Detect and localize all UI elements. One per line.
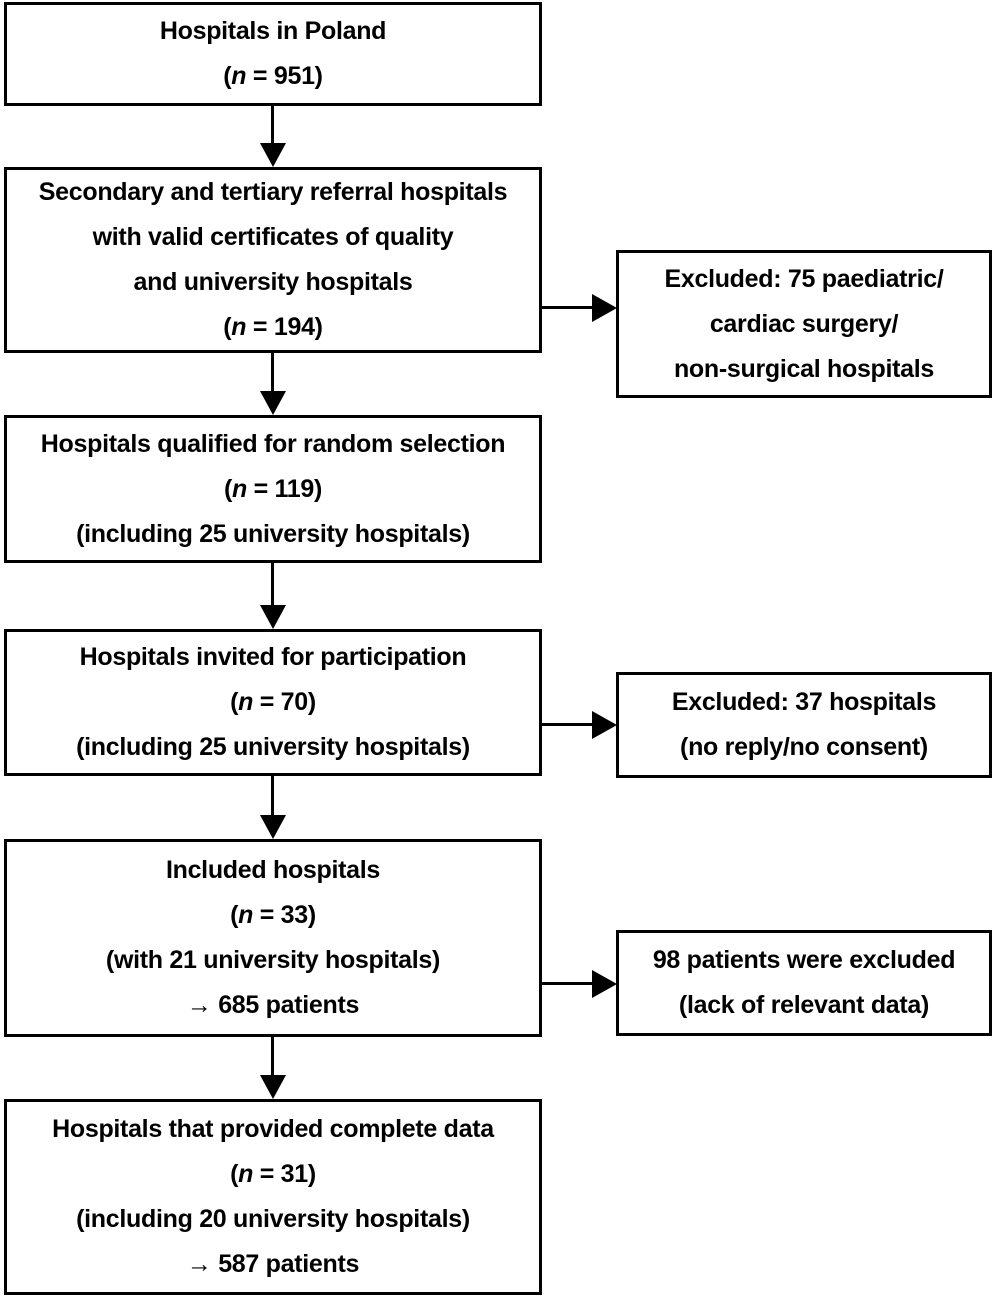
connector-line <box>271 774 274 815</box>
box-title: Hospitals qualified for random selection <box>40 429 506 458</box>
right-connector-2 <box>540 711 617 739</box>
box-note-line: (including 20 university hospitals) <box>76 1205 470 1233</box>
right-arrowhead-icon <box>592 711 617 739</box>
n-count-line: (n = 119) <box>224 467 322 512</box>
paren-open: ( <box>230 688 239 716</box>
paren-open: ( <box>223 313 232 341</box>
box-title: Hospitals that provided complete data <box>52 1115 494 1143</box>
down-arrowhead-icon <box>260 391 286 415</box>
connector-line <box>271 1035 274 1075</box>
box-text-line: (no reply/no consent) <box>680 733 928 761</box>
paren-open: ( <box>223 474 232 503</box>
patients-line: → 685 patients <box>186 983 360 1028</box>
n-value: = 33) <box>253 901 316 929</box>
box-text-line: with valid certificates of quality <box>92 223 454 251</box>
box-included-hospitals: Included hospitals (n = 33) (with 21 uni… <box>4 839 542 1037</box>
box-text-line: non-surgical hospitals <box>673 354 935 383</box>
n-value: = 194) <box>246 313 323 341</box>
connector-line <box>540 306 592 309</box>
right-connector-1 <box>540 294 617 322</box>
down-arrowhead-icon <box>260 605 286 629</box>
box-text-line: and university hospitals <box>133 268 413 296</box>
down-connector-4 <box>260 774 286 839</box>
n-count-line: (n = 33) <box>230 893 316 938</box>
n-count-line: (n = 70) <box>230 680 316 725</box>
n-variable: n <box>238 901 254 929</box>
right-arrow-glyph: → <box>186 991 212 1019</box>
right-arrow-glyph: → <box>186 1250 212 1278</box>
box-text-line: (lack of relevant data) <box>678 991 930 1019</box>
down-connector-2 <box>260 351 286 415</box>
connector-line <box>540 723 592 726</box>
down-connector-1 <box>260 104 286 167</box>
right-arrowhead-icon <box>592 294 617 322</box>
box-title: Included hospitals <box>165 856 381 884</box>
paren-open: ( <box>230 1160 239 1188</box>
box-secondary-tertiary-hospitals: Secondary and tertiary referral hospital… <box>4 167 542 353</box>
box-title: Excluded: 37 hospitals <box>671 688 937 716</box>
box-title: Hospitals in Poland <box>159 17 387 45</box>
box-title: Hospitals invited for participation <box>79 643 467 671</box>
paren-open: ( <box>230 901 239 929</box>
patients-count: 587 patients <box>211 1250 360 1278</box>
box-title: Excluded: 75 paediatric/ <box>664 264 944 293</box>
box-excluded-no-reply: Excluded: 37 hospitals (no reply/no cons… <box>616 672 992 778</box>
box-note-line: (with 21 university hospitals) <box>105 946 441 974</box>
box-note-line: (including 25 university hospitals) <box>76 519 470 548</box>
n-variable: n <box>231 474 247 503</box>
n-value: = 70) <box>253 688 316 716</box>
n-count-line: (n = 194) <box>223 305 323 350</box>
box-hospitals-in-poland: Hospitals in Poland (n = 951) <box>4 2 542 106</box>
down-arrowhead-icon <box>260 1075 286 1099</box>
box-title: 98 patients were excluded <box>652 946 956 974</box>
connector-line <box>271 561 274 605</box>
n-variable: n <box>231 62 247 90</box>
patients-count: 685 patients <box>211 991 360 1019</box>
down-connector-3 <box>260 561 286 629</box>
patients-line: → 587 patients <box>186 1242 360 1287</box>
box-excluded-paediatric: Excluded: 75 paediatric/ cardiac surgery… <box>616 250 992 398</box>
box-qualified-random-selection: Hospitals qualified for random selection… <box>4 415 542 563</box>
n-count-line: (n = 951) <box>223 54 323 99</box>
n-value: = 951) <box>246 62 323 90</box>
box-note-line: (including 25 university hospitals) <box>76 733 470 761</box>
box-invited-participation: Hospitals invited for participation (n =… <box>4 629 542 776</box>
connector-line <box>271 351 274 391</box>
down-arrowhead-icon <box>260 143 286 167</box>
box-title: Secondary and tertiary referral hospital… <box>38 178 508 206</box>
box-patients-excluded: 98 patients were excluded (lack of relev… <box>616 930 992 1036</box>
n-count-line: (n = 31) <box>230 1152 316 1197</box>
right-connector-3 <box>540 970 617 998</box>
n-variable: n <box>238 1160 254 1188</box>
right-arrowhead-icon <box>592 970 617 998</box>
down-connector-5 <box>260 1035 286 1099</box>
n-value: = 31) <box>253 1160 316 1188</box>
n-variable: n <box>238 688 254 716</box>
n-variable: n <box>231 313 247 341</box>
down-arrowhead-icon <box>260 815 286 839</box>
box-complete-data-hospitals: Hospitals that provided complete data (n… <box>4 1099 542 1295</box>
connector-line <box>540 982 592 985</box>
connector-line <box>271 104 274 143</box>
n-value: = 119) <box>246 474 323 503</box>
paren-open: ( <box>223 62 232 90</box>
box-text-line: cardiac surgery/ <box>709 309 899 338</box>
